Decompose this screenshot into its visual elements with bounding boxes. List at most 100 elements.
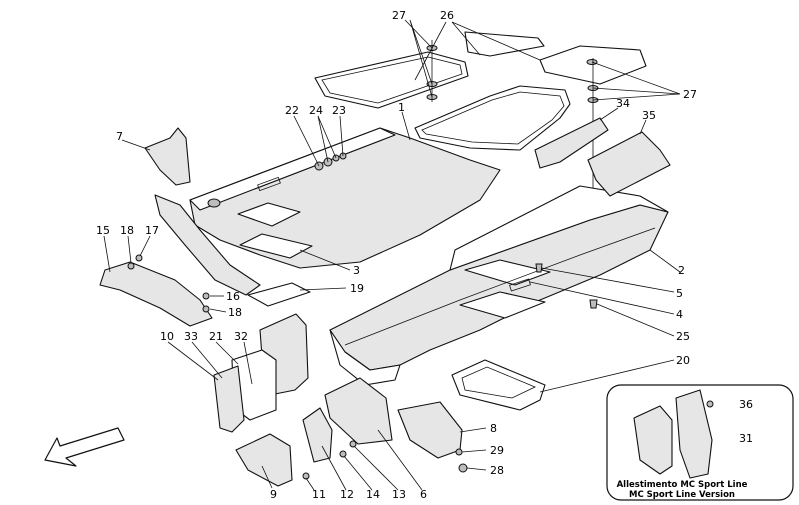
lower-brackets (235, 377, 468, 487)
callout-20: 20 (676, 354, 690, 367)
bolt-13 (349, 440, 357, 448)
leader-34 (599, 107, 619, 121)
callout-27-top: 27 (392, 9, 406, 22)
callout-32: 32 (234, 330, 248, 343)
inset-callout-36: 36 (739, 398, 753, 411)
carpet-2-badge (509, 278, 531, 292)
left-side-panels (213, 313, 309, 433)
callout-1: 1 (398, 101, 405, 114)
callout-labels: 27 26 27 1 22 24 23 34 35 7 15 18 17 3 2… (96, 9, 697, 501)
inset-caption-line-1: Allestimento MC Sport Line (617, 480, 748, 490)
callout-9: 9 (270, 488, 277, 501)
callout-25: 25 (676, 330, 690, 343)
callout-8: 8 (490, 422, 497, 435)
callout-33: 33 (184, 330, 198, 343)
part-20-tray-inner (461, 366, 536, 399)
mat-rear-left-inner (321, 56, 463, 104)
leader-14 (343, 455, 373, 491)
mat-center (414, 85, 571, 151)
fastener-5 (535, 263, 543, 273)
leader-27a (404, 19, 433, 98)
callout-18-upper: 18 (120, 224, 134, 237)
callout-2: 2 (678, 264, 685, 277)
callout-14: 14 (366, 488, 380, 501)
leader-5 (541, 267, 675, 293)
carpet-2-side-strip (344, 227, 656, 346)
callout-3: 3 (353, 264, 360, 277)
part-12-bracket (302, 407, 333, 463)
part-35-panel (587, 131, 671, 197)
part-6-bracket (324, 377, 393, 445)
bolt-18-a (127, 262, 135, 270)
callout-23: 23 (332, 104, 346, 117)
leader-10 (167, 341, 219, 381)
leader-lines (103, 19, 737, 491)
leader-11 (305, 477, 315, 491)
callout-6: 6 (420, 488, 427, 501)
leader-9 (261, 465, 273, 489)
callout-26: 26 (440, 9, 454, 22)
mat-rear-right (464, 31, 545, 57)
leader-22 (293, 115, 320, 167)
callout-13: 13 (392, 488, 406, 501)
leader-18b (209, 308, 227, 313)
carpet-2-back-wall (449, 185, 669, 271)
leader-20 (539, 359, 675, 393)
fastener-25 (589, 299, 598, 309)
callout-10: 10 (160, 330, 174, 343)
callout-35: 35 (642, 109, 656, 122)
bolt-11 (302, 472, 310, 480)
callout-34: 34 (616, 97, 630, 110)
leader-1 (401, 111, 411, 141)
bolt-18-b (202, 305, 210, 313)
part-9-bracket (235, 433, 293, 487)
inset-bracket (633, 405, 673, 475)
callout-24: 24 (309, 104, 323, 117)
leader-17 (139, 235, 151, 257)
inset-caption-line-2: MC Sport Line Version (629, 490, 735, 500)
leader-23 (339, 115, 344, 157)
inset-callout-31: 31 (739, 432, 753, 445)
carpet-1-body (189, 127, 501, 269)
callout-15: 15 (96, 224, 110, 237)
mat-rear-left (314, 51, 469, 109)
callout-22: 22 (285, 104, 299, 117)
carpet-1-footrest (239, 233, 313, 259)
callout-21: 21 (209, 330, 223, 343)
leader-3 (299, 249, 351, 271)
leader-2 (649, 249, 681, 273)
carpet-1-hole (207, 198, 221, 208)
inset-bolt-36 (706, 400, 714, 408)
callout-4: 4 (676, 308, 683, 321)
callout-27-right: 27 (683, 88, 697, 101)
leader-13 (353, 445, 399, 491)
carpet-1-badge (257, 176, 281, 192)
part-7-trim (144, 127, 191, 186)
leader-4 (529, 281, 675, 315)
leader-21 (215, 341, 239, 365)
leader-27b (591, 61, 681, 101)
leader-12 (321, 445, 347, 491)
part-34-panel (534, 117, 609, 169)
callout-29: 29 (490, 444, 504, 457)
part-19-plate (247, 282, 311, 307)
callout-5: 5 (676, 287, 683, 300)
leader-35 (639, 119, 647, 135)
bolt-17 (135, 254, 143, 262)
carpet-1-top-edge (189, 127, 396, 211)
front-direction-arrow-icon (44, 427, 125, 467)
leader-15 (103, 235, 111, 273)
inset-part-31-panel (675, 389, 713, 479)
bolt-28 (458, 463, 468, 473)
fasteners-5-25 (535, 263, 598, 309)
leader-32 (243, 341, 253, 385)
carpet-2-front-lip (329, 329, 401, 386)
callout-16: 16 (226, 290, 240, 303)
callout-19: 19 (350, 282, 364, 295)
callout-17: 17 (145, 224, 159, 237)
leader-29 (461, 449, 487, 453)
bolt-14 (339, 450, 347, 458)
leader-25 (596, 303, 675, 337)
leader-26 (414, 21, 541, 81)
leader-7 (121, 139, 151, 151)
